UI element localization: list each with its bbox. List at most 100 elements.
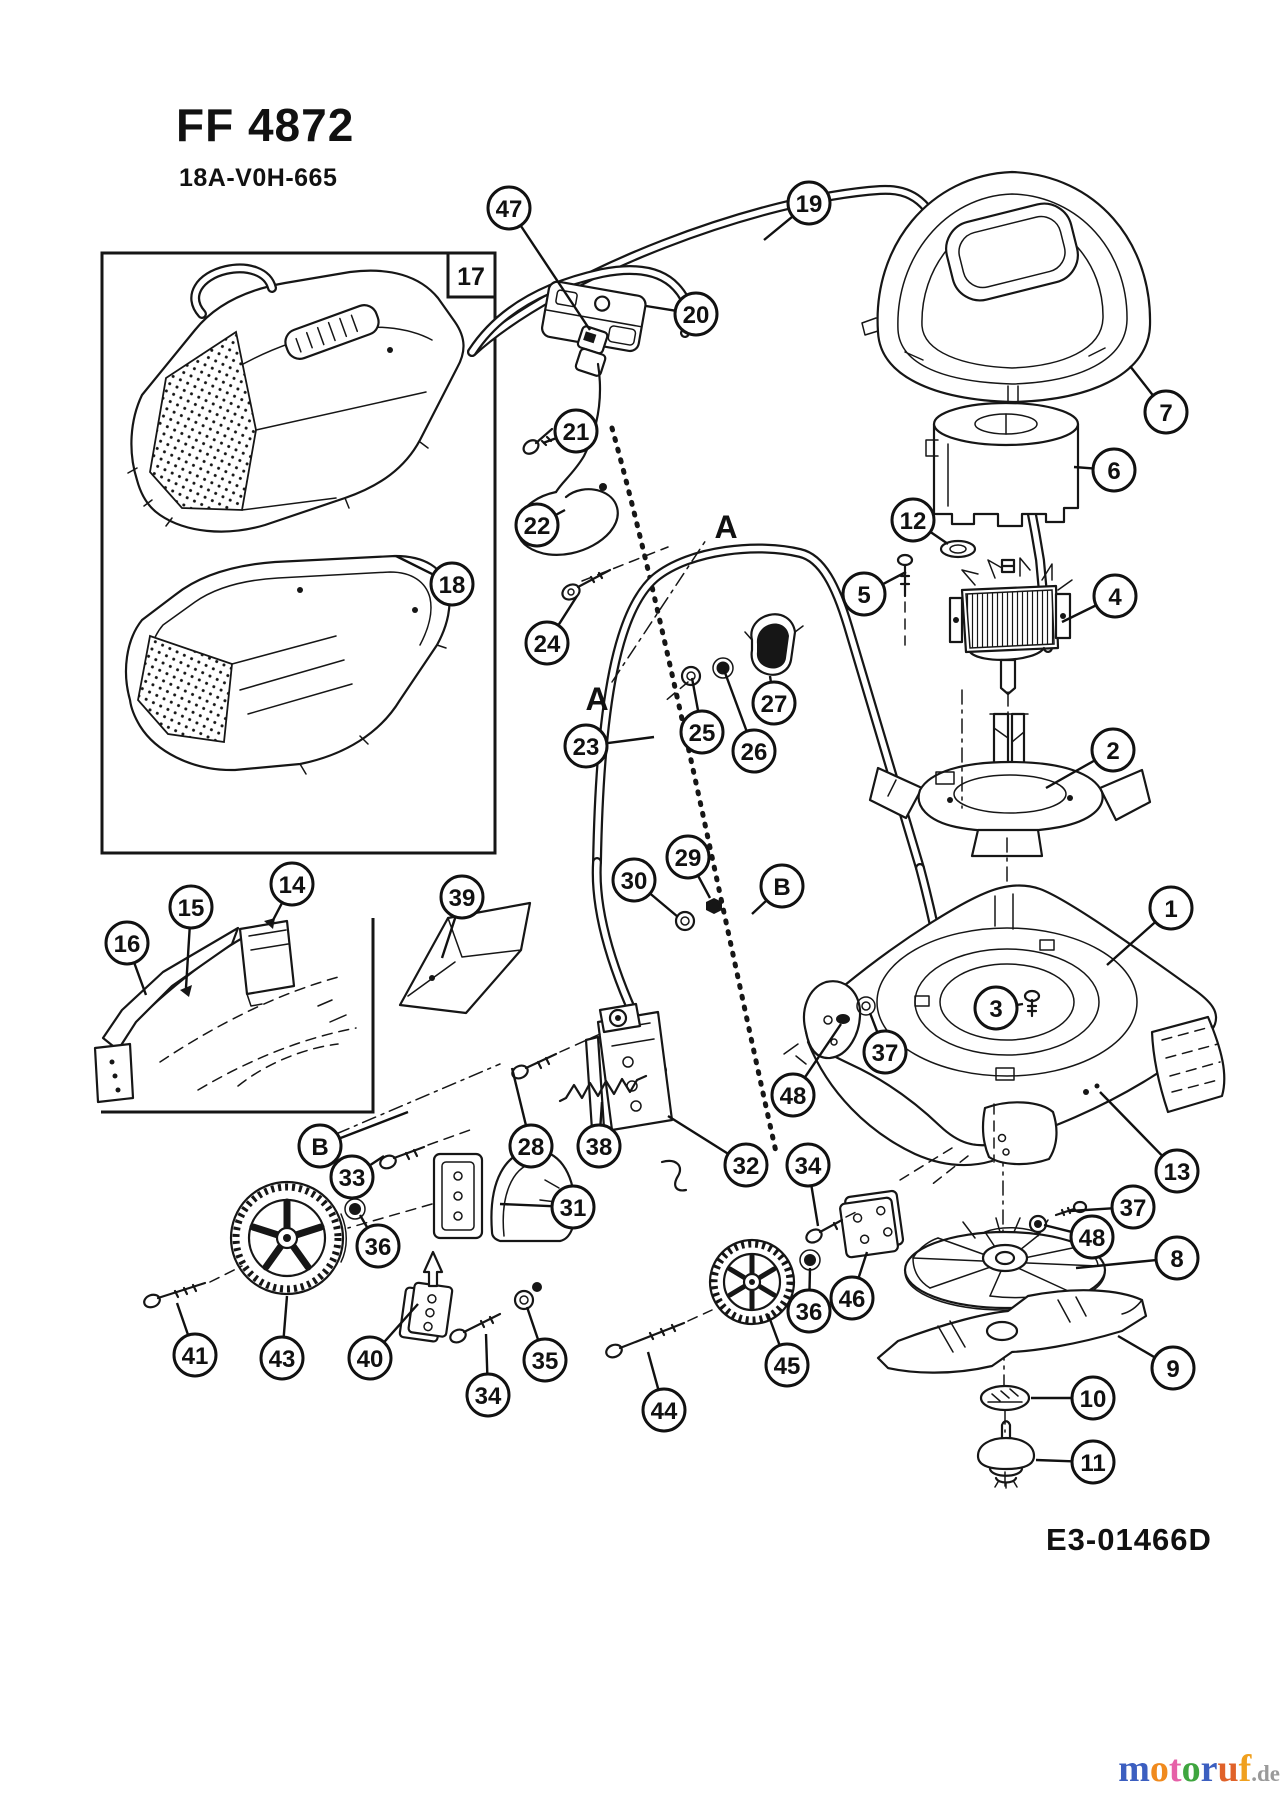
callout-33-leader bbox=[368, 1154, 385, 1167]
callout-5: 5 bbox=[841, 570, 907, 617]
callout-26-leader bbox=[722, 669, 748, 732]
callout-39-leader bbox=[440, 916, 457, 959]
callout-2-label: 2 bbox=[1106, 738, 1119, 765]
callout-40: 40 bbox=[347, 1303, 419, 1381]
inset-label-17: 17 bbox=[457, 263, 485, 291]
callout-34: 34 bbox=[785, 1142, 831, 1227]
callout-20-leader bbox=[645, 304, 676, 312]
callout-23-label: 23 bbox=[573, 734, 600, 761]
callout-27: 27 bbox=[751, 675, 797, 726]
callout-37-circle bbox=[862, 1029, 908, 1075]
callout-34-2-label: 34 bbox=[475, 1383, 502, 1410]
callout-45-circle bbox=[764, 1342, 810, 1388]
callout-46-label: 46 bbox=[839, 1286, 866, 1313]
part-screw-5 bbox=[896, 553, 914, 646]
callout-48: 48 bbox=[770, 1023, 842, 1118]
callout-38-circle bbox=[576, 1123, 622, 1169]
callout-3: 3 bbox=[973, 985, 1024, 1031]
part-mount-plate-46 bbox=[805, 1189, 905, 1259]
callout-28-leader bbox=[510, 1067, 528, 1126]
callout-6: 6 bbox=[1073, 447, 1137, 493]
callout-4: 4 bbox=[1061, 573, 1138, 624]
callouts: 1234567891011121314151618192021222324252… bbox=[104, 180, 1200, 1485]
callout-13: 13 bbox=[1099, 1091, 1200, 1194]
section-line-a-a bbox=[611, 539, 707, 683]
callout-48-2: 48 bbox=[1043, 1214, 1115, 1260]
callout-9-leader bbox=[1117, 1334, 1156, 1359]
callout-47-label: 47 bbox=[496, 196, 523, 223]
callout-14: 14 bbox=[269, 861, 315, 925]
callout-37-2: 37 bbox=[1069, 1184, 1156, 1230]
callout-33: 33 bbox=[329, 1154, 385, 1200]
callout-37-label: 37 bbox=[872, 1040, 899, 1067]
watermark-letter: o bbox=[1181, 1748, 1201, 1790]
callout-13-leader bbox=[1099, 1091, 1164, 1157]
assembly-arrow-icon bbox=[422, 1250, 444, 1288]
callout-36-leader bbox=[358, 1214, 369, 1229]
callout-48-circle bbox=[770, 1072, 816, 1118]
inset-label-box-17 bbox=[446, 251, 497, 299]
callout-6-circle bbox=[1091, 447, 1137, 493]
part-nut-36-left bbox=[344, 1198, 366, 1220]
callout-11-label: 11 bbox=[1080, 1450, 1105, 1477]
callout-b-circle bbox=[759, 863, 805, 909]
callout-8-label: 8 bbox=[1170, 1246, 1183, 1273]
callout-8: 8 bbox=[1075, 1235, 1200, 1281]
page-title: FF 4872 bbox=[176, 99, 355, 151]
callout-36-2-label: 36 bbox=[796, 1299, 823, 1326]
callout-43-label: 43 bbox=[269, 1346, 296, 1373]
part-motor-housing bbox=[925, 401, 1080, 528]
callout-29-circle bbox=[665, 834, 711, 880]
part-cable-run bbox=[609, 425, 779, 1155]
callout-32-leader bbox=[667, 1114, 729, 1155]
callout-19-label: 19 bbox=[796, 191, 823, 218]
callout-18: 18 bbox=[395, 554, 475, 607]
part-washer-30 bbox=[674, 910, 696, 932]
callout-28-label: 28 bbox=[518, 1134, 545, 1161]
callout-26-label: 26 bbox=[741, 739, 768, 766]
callout-44-label: 44 bbox=[651, 1398, 678, 1425]
callout-30: 30 bbox=[611, 857, 679, 918]
callout-24-leader bbox=[557, 595, 579, 626]
callout-24-label: 24 bbox=[534, 631, 561, 658]
callout-22-circle bbox=[514, 502, 560, 548]
callout-b-leader bbox=[751, 899, 768, 915]
callout-29-label: 29 bbox=[675, 845, 702, 872]
inset-grass-catcher-box bbox=[100, 251, 497, 855]
callout-32: 32 bbox=[667, 1114, 769, 1188]
callout-27-label: 27 bbox=[761, 691, 788, 718]
callout-b-2-leader bbox=[339, 1110, 409, 1140]
callout-26: 26 bbox=[722, 669, 777, 774]
part-bolt-3 bbox=[1023, 989, 1041, 1018]
callout-30-label: 30 bbox=[621, 868, 648, 895]
callout-31: 31 bbox=[499, 1184, 596, 1230]
callout-35-leader bbox=[525, 1306, 540, 1341]
callout-3-circle bbox=[973, 985, 1019, 1031]
callout-39: 39 bbox=[439, 874, 485, 959]
inset-deck-corner bbox=[93, 918, 375, 1114]
callout-41-circle bbox=[172, 1332, 218, 1378]
callout-1-label: 1 bbox=[1164, 896, 1177, 923]
callout-16-leader bbox=[133, 962, 148, 996]
part-screw-37-right bbox=[1054, 1200, 1088, 1217]
callout-44-circle bbox=[641, 1387, 687, 1433]
callout-32-circle bbox=[723, 1142, 769, 1188]
callout-47-circle bbox=[486, 185, 532, 231]
callout-48-2-leader bbox=[1043, 1223, 1072, 1234]
callout-44: 44 bbox=[641, 1351, 687, 1433]
callout-11: 11 bbox=[1035, 1439, 1116, 1485]
callout-37: 37 bbox=[862, 1012, 908, 1075]
callout-7-leader bbox=[1129, 365, 1155, 397]
model-number: 18A-V0H-665 bbox=[179, 164, 338, 192]
callout-21-leader bbox=[542, 437, 557, 445]
callout-12-label: 12 bbox=[900, 508, 927, 535]
callout-10: 10 bbox=[1031, 1375, 1116, 1421]
callout-25-label: 25 bbox=[689, 720, 716, 747]
callout-20-label: 20 bbox=[683, 302, 710, 329]
callout-20: 20 bbox=[645, 291, 719, 337]
part-nut-29 bbox=[706, 898, 722, 914]
callout-18-label: 18 bbox=[439, 572, 466, 599]
callout-15-leader bbox=[184, 927, 191, 989]
part-nut-26 bbox=[712, 657, 734, 679]
